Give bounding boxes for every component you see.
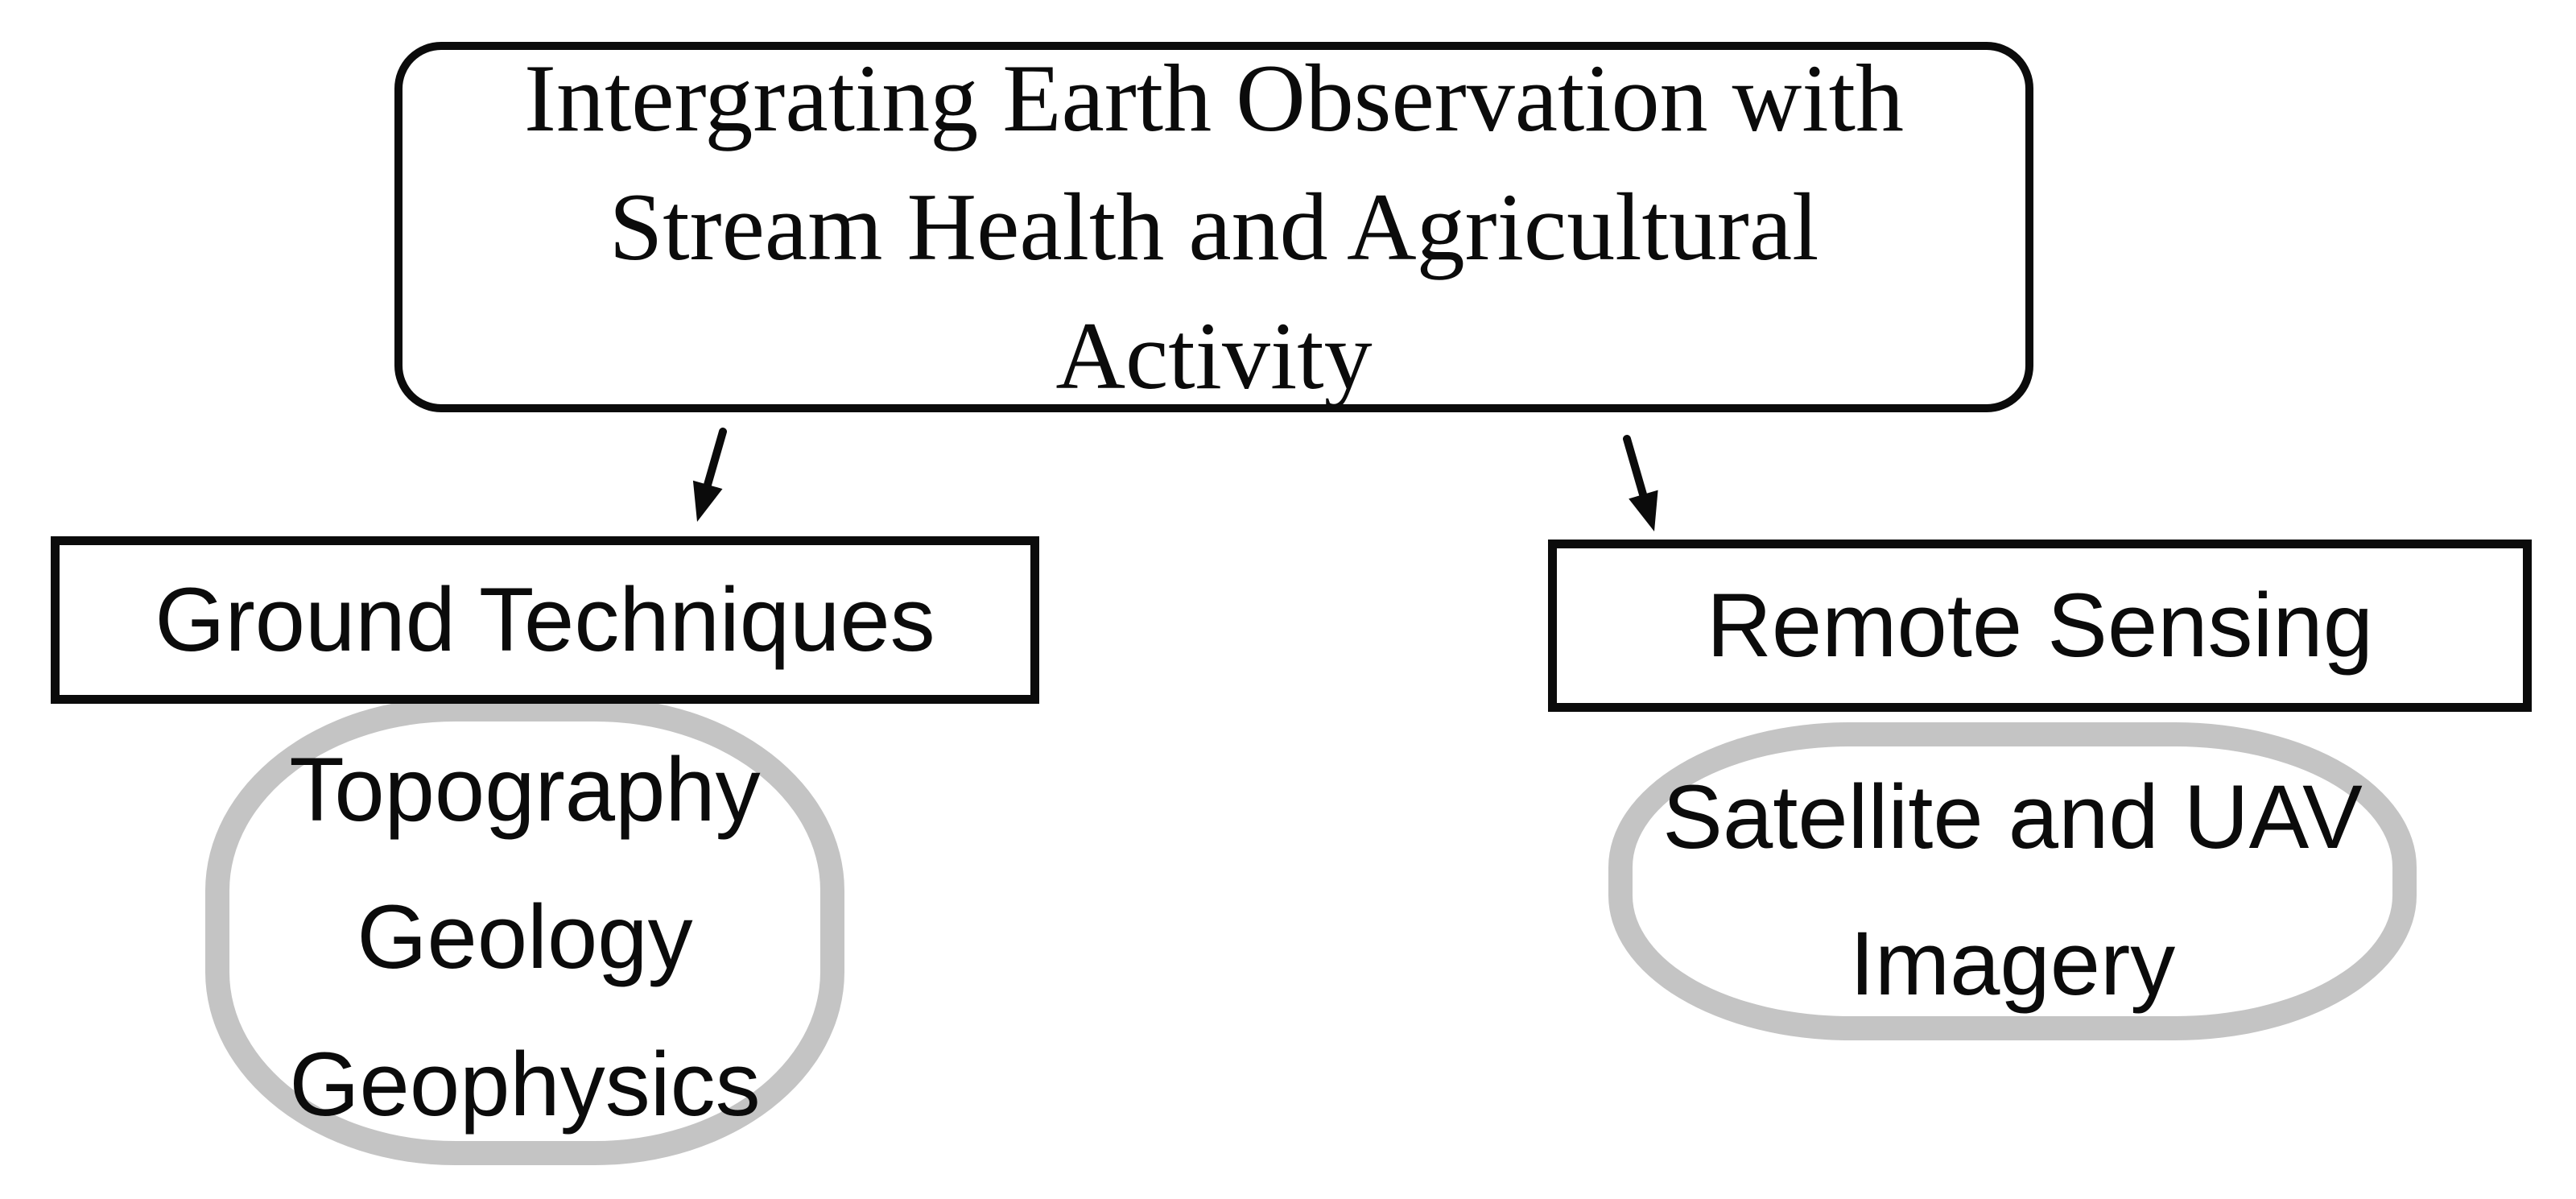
node-remote-sensing: Remote Sensing — [1548, 540, 2532, 712]
root-label-line-2: Stream Health and Agricultural — [609, 173, 1819, 280]
root-label-line-3: Activity — [1055, 302, 1373, 409]
node-earth-observation: Intergrating Earth Observation with Stre… — [394, 42, 2033, 412]
left-branch-arrow — [692, 428, 727, 522]
node-ground-techniques: Ground Techniques — [51, 536, 1039, 704]
remote-method-item: Satellite and UAV — [1662, 766, 2363, 867]
ground-method-item: Topography — [289, 739, 761, 840]
remote-sensing-label: Remote Sensing — [1706, 575, 2374, 676]
ground-method-item: Geology — [357, 887, 693, 987]
right-branch-arrow — [1623, 435, 1658, 531]
ground-method-item: Geophysics — [289, 1034, 761, 1135]
ground-techniques-label: Ground Techniques — [155, 569, 935, 670]
root-label-line-1: Intergrating Earth Observation with — [524, 44, 1904, 151]
remote-method-item: Imagery — [1849, 912, 2176, 1014]
